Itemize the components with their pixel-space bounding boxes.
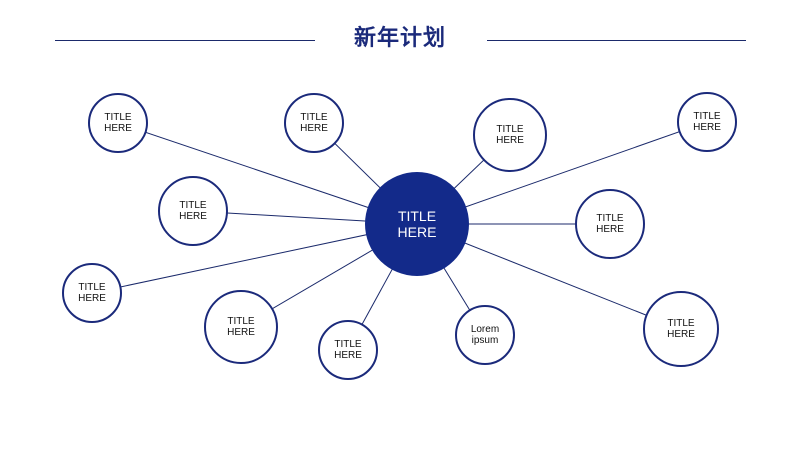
node-circle-n5 [158, 176, 228, 246]
connector-n7 [91, 223, 418, 294]
node-circle-n3 [473, 98, 547, 172]
header-rule-left [55, 40, 315, 41]
node-circle-n4 [677, 92, 737, 152]
node-circle-n8 [204, 290, 278, 364]
node-circle-n10 [455, 305, 515, 365]
node-circle-n6 [575, 189, 645, 259]
page-title: 新年计划 [353, 26, 446, 51]
node-circle-n1 [88, 93, 148, 153]
center-node-circle [365, 172, 469, 276]
node-circle-n2 [284, 93, 344, 153]
node-circle-n9 [318, 320, 378, 380]
connector-n1 [117, 122, 418, 225]
node-circle-n7 [62, 263, 122, 323]
node-circle-n11 [643, 291, 719, 367]
header-rule-right [487, 40, 746, 41]
